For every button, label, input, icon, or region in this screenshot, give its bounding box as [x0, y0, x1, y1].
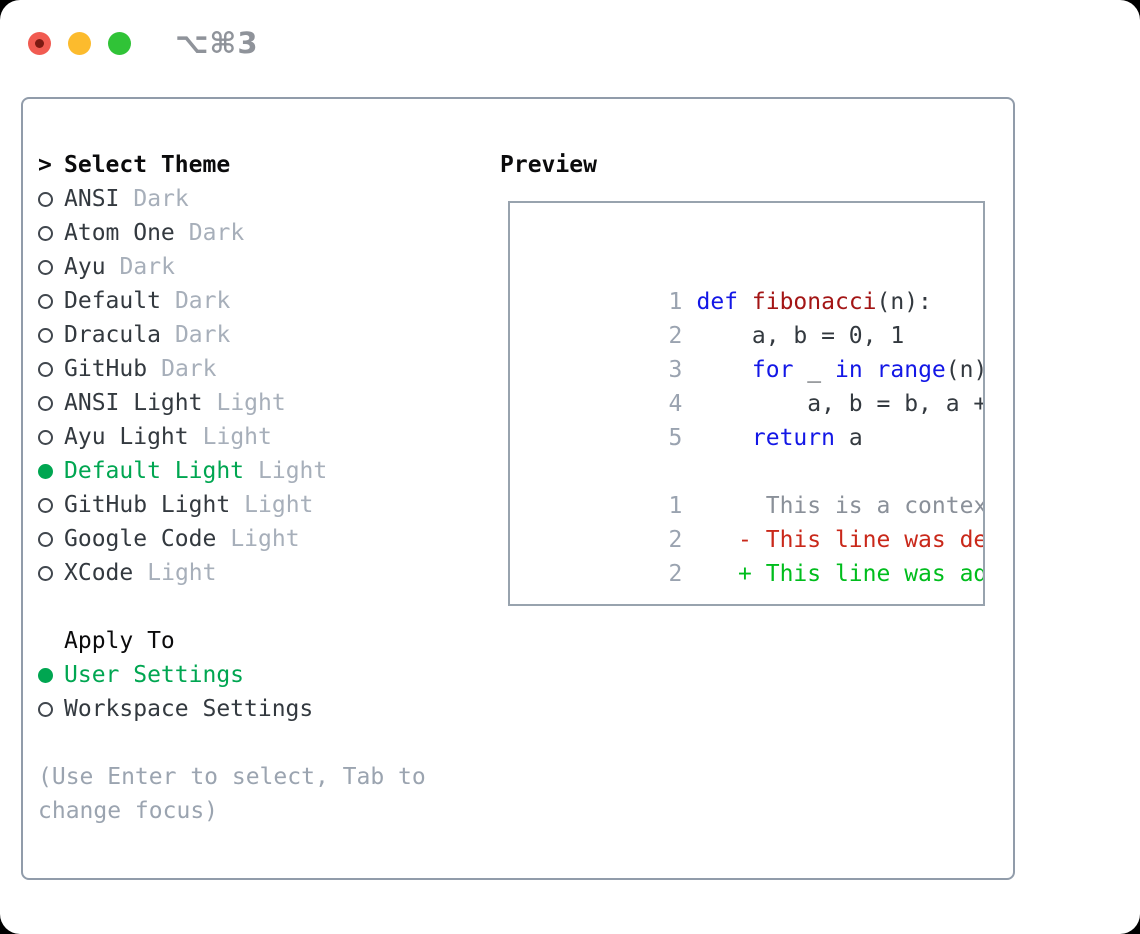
line-number: 1	[668, 493, 683, 519]
minimize-button[interactable]	[68, 31, 91, 55]
preview-pane: 1 def fibonacci(n): 2 a, b = 0, 1 3 for _…	[508, 201, 985, 606]
radio-icon	[38, 293, 53, 309]
theme-variant-badge: Light	[230, 526, 300, 552]
code-text: a, b = b, a + b	[696, 391, 985, 417]
diff-text: - This line was deleted.	[738, 527, 985, 553]
diff-line: 2 - This line was deleted.	[530, 489, 983, 553]
radio-icon	[38, 667, 53, 683]
code-line: 4 a, b = b, a + b	[530, 353, 983, 417]
record-dot-icon	[35, 38, 44, 48]
radio-icon	[38, 701, 53, 717]
theme-option[interactable]: Dracula Dark	[38, 318, 327, 352]
theme-name: GitHub Light	[64, 492, 231, 518]
apply-to-section: Apply To User Settings Workspace Setting…	[38, 624, 327, 726]
theme-option[interactable]: ANSI Dark	[38, 182, 327, 216]
line-number: 1	[668, 289, 683, 315]
radio-icon	[38, 395, 53, 411]
line-number: 4	[668, 391, 683, 417]
code-sample: 1 def fibonacci(n): 2 a, b = 0, 1 3 for _…	[530, 251, 983, 451]
theme-option[interactable]: Ayu Light Light	[38, 420, 327, 454]
zoom-button[interactable]	[108, 31, 131, 55]
theme-name: XCode	[64, 560, 134, 586]
theme-variant-badge: Light	[258, 458, 328, 484]
line-number: 2	[668, 561, 683, 587]
close-button[interactable]	[28, 31, 51, 55]
apply-to-option[interactable]: Workspace Settings	[38, 692, 327, 726]
theme-variant-badge: Light	[202, 424, 272, 450]
diff-line: 2 + This line was added.	[530, 523, 983, 587]
theme-name: Default Light	[64, 458, 245, 484]
radio-icon	[38, 259, 53, 275]
radio-icon	[38, 531, 53, 547]
theme-option[interactable]: Default Dark	[38, 284, 327, 318]
theme-option[interactable]: GitHub Light Light	[38, 488, 327, 522]
radio-icon	[38, 565, 53, 581]
theme-variant-badge: Dark	[119, 254, 175, 280]
theme-variant-badge: Dark	[133, 186, 189, 212]
code-line: 5 return a	[530, 387, 983, 451]
apply-to-label: User Settings	[64, 662, 245, 688]
radio-icon	[38, 361, 53, 377]
code-text: return a	[751, 425, 863, 451]
radio-icon	[38, 191, 53, 207]
theme-option[interactable]: Default Light Light	[38, 454, 327, 488]
theme-option[interactable]: XCode Light	[38, 556, 327, 590]
theme-option[interactable]: Atom One Dark	[38, 216, 327, 250]
theme-variant-badge: Dark	[188, 220, 245, 246]
line-number: 2	[668, 527, 683, 553]
line-number: 2	[668, 323, 683, 349]
diff-sample: 1 This is a context line. 2 - This line …	[530, 455, 983, 587]
theme-option[interactable]: Ayu Dark	[38, 250, 327, 284]
line-number: 5	[668, 425, 683, 451]
apply-to-title: Apply To	[64, 628, 175, 654]
theme-list-title: Select Theme	[64, 152, 231, 178]
diff-line: 1 This is a context line.	[530, 455, 983, 519]
theme-variant-badge: Light	[244, 492, 314, 518]
diff-text: + This line was added.	[738, 561, 983, 587]
radio-icon	[38, 497, 53, 513]
radio-icon	[38, 225, 53, 241]
code-text: a, b = 0, 1	[696, 323, 905, 349]
code-text: def fibonacci(n):	[696, 289, 932, 315]
theme-name: Google Code	[64, 526, 217, 552]
theme-option[interactable]: Google Code Light	[38, 522, 327, 556]
theme-variant-badge: Light	[147, 560, 217, 586]
keyboard-shortcut-label: ⌥⌘3	[175, 26, 259, 60]
cursor-prompt-icon: >	[38, 152, 52, 178]
theme-name: Ayu	[64, 254, 106, 280]
line-number: 3	[668, 357, 683, 383]
apply-to-label: Workspace Settings	[64, 696, 314, 722]
code-line: 1 def fibonacci(n):	[530, 251, 983, 315]
theme-list-header: > Select Theme	[38, 148, 327, 182]
radio-icon	[38, 327, 53, 343]
titlebar: ⌥⌘3	[28, 26, 259, 60]
theme-option[interactable]: GitHub Dark	[38, 352, 327, 386]
theme-name: Dracula	[64, 322, 161, 348]
theme-name: GitHub	[64, 356, 148, 382]
code-line: 2 a, b = 0, 1	[530, 285, 983, 349]
theme-option[interactable]: ANSI Light Light	[38, 386, 327, 420]
theme-variant-badge: Dark	[174, 322, 231, 348]
theme-variant-badge: Dark	[174, 288, 231, 314]
theme-name: ANSI	[64, 186, 120, 212]
apply-to-option[interactable]: User Settings	[38, 658, 327, 692]
code-line: 3 for _ in range(n):	[530, 319, 983, 383]
radio-icon	[38, 463, 53, 479]
code-text: for _ in range(n):	[751, 357, 983, 383]
help-text: (Use Enter to select, Tab to change focu…	[38, 764, 426, 824]
diff-text: This is a context line.	[765, 493, 983, 519]
theme-name: ANSI Light	[64, 390, 203, 416]
radio-icon	[38, 429, 53, 445]
theme-name: Default	[64, 288, 161, 314]
preview-title: Preview	[500, 152, 597, 178]
theme-variant-badge: Light	[216, 390, 286, 416]
theme-variant-badge: Dark	[161, 356, 217, 382]
theme-name: Atom One	[64, 220, 175, 246]
theme-name: Ayu Light	[64, 424, 189, 450]
